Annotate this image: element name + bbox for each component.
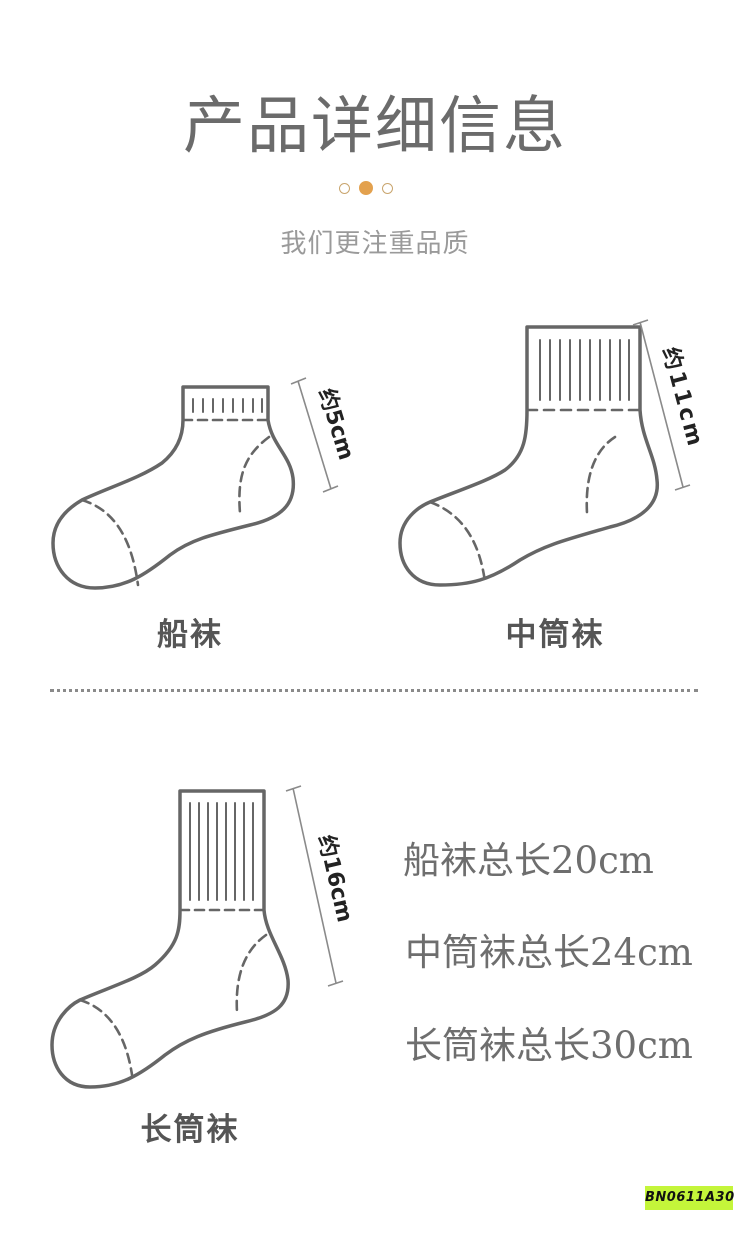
mid-sock-icon	[398, 325, 659, 587]
dot-active	[359, 181, 373, 195]
measurement-lines	[285, 319, 691, 987]
page-subtitle: 我们更注重品质	[280, 229, 470, 259]
long-total-length: 长筒袜总长30cm	[405, 1024, 693, 1067]
long-sock-label: 长筒袜	[140, 1112, 240, 1148]
mid-sock-label: 中筒袜	[505, 617, 605, 653]
long-sock-icon	[50, 789, 290, 1089]
dotted-divider	[50, 689, 698, 692]
mid-total-length: 中筒袜总长24cm	[405, 931, 693, 974]
page-title: 产品详细信息	[182, 89, 567, 162]
ankle-sock-label: 船袜	[157, 617, 223, 653]
dot-inactive	[382, 182, 393, 194]
dot-inactive	[339, 182, 350, 194]
pager-dots	[339, 180, 409, 196]
ankle-sock-icon	[51, 385, 296, 590]
product-code-badge: BN0611A30	[645, 1186, 734, 1210]
ankle-total-length: 船袜总长20cm	[403, 839, 654, 882]
